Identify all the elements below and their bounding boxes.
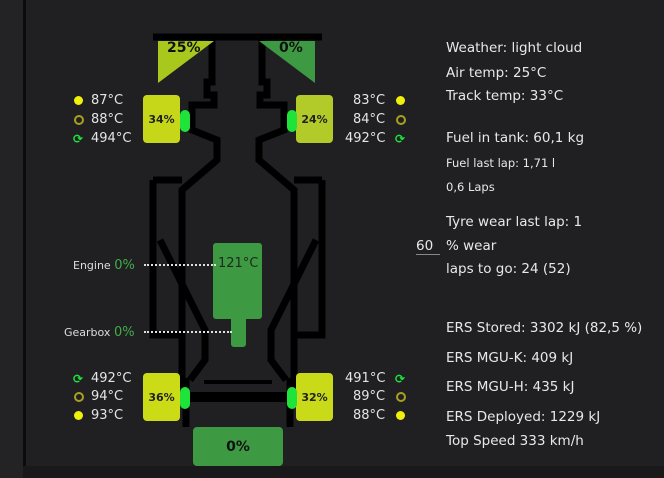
- surface-temp-icon: [396, 96, 405, 105]
- engine-wear: 0%: [114, 258, 135, 273]
- gearbox-block: [231, 316, 246, 347]
- front-wing-left: [158, 41, 214, 83]
- front-wing-left-wear: 25%: [167, 40, 201, 56]
- ers-deployed: ERS Deployed: 1229 kJ: [446, 409, 601, 425]
- fl-brake-temp: 494°C: [91, 131, 132, 146]
- gearbox-leader-line: [144, 331, 232, 333]
- brake-temp-icon: ⟳: [73, 132, 84, 146]
- fl-inner-temp: 88°C: [91, 112, 124, 127]
- front-wing-right: [259, 41, 315, 83]
- rear-wing: 0%: [193, 427, 283, 466]
- brake-front-left: [180, 110, 190, 132]
- engine-label: Engine 0%: [73, 258, 135, 273]
- rr-surface-temp: 88°C: [353, 408, 386, 423]
- front-wing-right-wear: 0%: [279, 40, 303, 56]
- wear-suffix: % wear: [446, 238, 497, 254]
- brake-temp-icon: ⟳: [395, 132, 406, 146]
- weather: Weather: light cloud: [446, 40, 583, 56]
- brake-rear-left: [180, 387, 190, 409]
- fuel-in-tank: Fuel in tank: 60,1 kg: [446, 130, 585, 146]
- fl-surface-temp: 87°C: [91, 93, 124, 108]
- tyre-rear-right: 32%: [296, 373, 333, 421]
- gearbox-label: Gearbox 0%: [64, 325, 135, 340]
- brake-front-right: [287, 110, 297, 132]
- engine-leader-line: [144, 264, 216, 266]
- gearbox-label-text: Gearbox: [64, 326, 111, 339]
- gearbox-wear: 0%: [113, 325, 135, 340]
- tyre-wear-last-lap: Tyre wear last lap: 1: [446, 214, 583, 230]
- bottom-bar: [23, 466, 664, 478]
- top-speed: Top Speed 333 km/h: [446, 433, 584, 449]
- ers-stored: ERS Stored: 3302 kJ (82,5 %): [446, 320, 643, 336]
- inner-temp-icon: [396, 392, 406, 402]
- tyre-rear-left: 36%: [143, 373, 180, 421]
- brake-temp-icon: ⟳: [395, 372, 406, 386]
- air-temp: Air temp: 25°C: [446, 65, 547, 81]
- engine-block: [213, 243, 262, 319]
- inner-temp-icon: [396, 115, 406, 125]
- fuel-laps: 0,6 Laps: [446, 180, 495, 194]
- ers-mgu-h: ERS MGU-H: 435 kJ: [446, 379, 575, 395]
- inner-temp-icon: [74, 392, 84, 402]
- fuel-last-lap: Fuel last lap: 1,71 l: [446, 156, 556, 170]
- engine-temp: 121°C: [218, 256, 259, 271]
- engine-label-text: Engine: [73, 259, 111, 272]
- divider: [23, 0, 26, 466]
- tyre-front-right: 24%: [296, 95, 333, 143]
- fr-inner-temp: 84°C: [353, 112, 386, 127]
- surface-temp-icon: [396, 411, 405, 420]
- rr-brake-temp: 491°C: [345, 371, 386, 386]
- brake-rear-right: [287, 387, 297, 409]
- fr-brake-temp: 492°C: [345, 131, 386, 146]
- rr-inner-temp: 89°C: [353, 389, 386, 404]
- rl-surface-temp: 93°C: [91, 408, 124, 423]
- rl-inner-temp: 94°C: [91, 389, 124, 404]
- track-temp: Track temp: 33°C: [446, 88, 564, 104]
- tyre-front-left: 34%: [143, 95, 180, 143]
- rl-brake-temp: 492°C: [91, 371, 132, 386]
- surface-temp-icon: [74, 96, 83, 105]
- left-panel: [0, 0, 23, 478]
- fr-surface-temp: 83°C: [353, 93, 386, 108]
- ers-mgu-k: ERS MGU-K: 409 kJ: [446, 350, 574, 366]
- surface-temp-icon: [74, 411, 83, 420]
- laps-to-go: laps to go: 24 (52): [446, 261, 571, 277]
- wear-threshold-input[interactable]: 60: [416, 238, 440, 255]
- brake-temp-icon: ⟳: [73, 372, 84, 386]
- inner-temp-icon: [74, 115, 84, 125]
